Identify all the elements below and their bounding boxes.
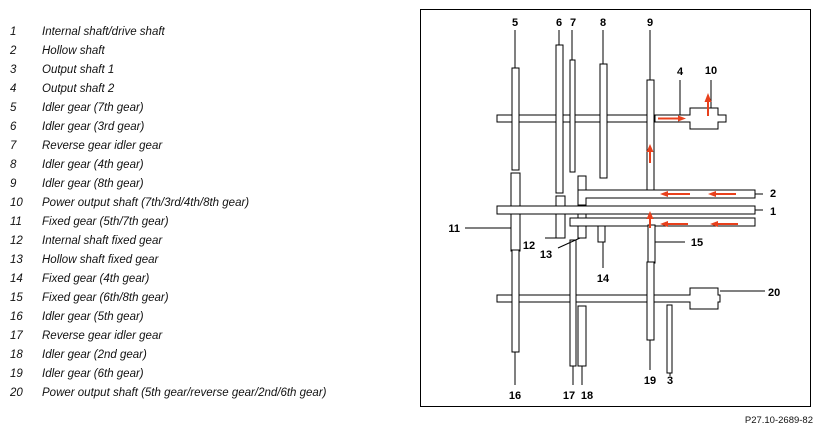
arrow-left-internal-b bbox=[710, 221, 738, 227]
legend-number: 7 bbox=[10, 140, 17, 152]
legend-text: Internal shaft/drive shaft bbox=[42, 26, 165, 38]
arrow-up-output-10 bbox=[704, 93, 712, 116]
legend-number: 18 bbox=[10, 349, 23, 361]
gear-16 bbox=[511, 249, 520, 353]
legend-number: 20 bbox=[10, 387, 23, 399]
leader-lines bbox=[465, 30, 765, 385]
legend-text: Hollow shaft bbox=[42, 45, 105, 57]
arrow-left-hollow-a bbox=[660, 191, 690, 197]
shaft-1-internal bbox=[496, 205, 756, 215]
legend-text: Fixed gear (4th gear) bbox=[42, 273, 150, 285]
legend-text: Idler gear (7th gear) bbox=[42, 102, 144, 114]
gear-19 bbox=[646, 261, 655, 341]
legend-number: 9 bbox=[10, 178, 17, 190]
legend-text: Internal shaft fixed gear bbox=[42, 235, 163, 247]
gear-12 bbox=[555, 195, 566, 239]
shaft-output-2-upper bbox=[496, 114, 656, 123]
callout-2: 2 bbox=[770, 188, 776, 200]
legend-number: 2 bbox=[10, 45, 17, 57]
gear-6 bbox=[555, 44, 564, 194]
legend-text: Reverse gear idler gear bbox=[42, 330, 163, 342]
legend-text: Reverse gear idler gear bbox=[42, 140, 163, 152]
callout-10: 10 bbox=[705, 65, 717, 77]
arrow-right-output-upper bbox=[658, 115, 686, 122]
legend-number: 13 bbox=[10, 254, 23, 266]
arrow-left-internal-a bbox=[660, 221, 688, 227]
callout-9: 9 bbox=[647, 17, 653, 29]
callout-12: 12 bbox=[523, 240, 535, 252]
legend-number: 11 bbox=[10, 216, 22, 228]
arrow-up-gear-15 bbox=[646, 211, 654, 228]
legend-number: 4 bbox=[10, 83, 17, 95]
legend-text: Power output shaft (7th/3rd/4th/8th gear… bbox=[42, 197, 250, 209]
callout-6: 6 bbox=[556, 17, 562, 29]
shaft-output-1-lower bbox=[496, 287, 721, 310]
arrow-up-gear-9 bbox=[646, 144, 654, 163]
gear-8 bbox=[599, 63, 608, 179]
upper-shaft-assembly bbox=[496, 44, 727, 196]
callout-3: 3 bbox=[667, 375, 673, 387]
legend-text: Idler gear (6th gear) bbox=[42, 368, 144, 380]
legend-number: 1 bbox=[10, 26, 17, 38]
callout-4: 4 bbox=[677, 66, 684, 78]
callout-17: 17 bbox=[563, 390, 575, 402]
legend-number: 15 bbox=[10, 292, 23, 304]
legend-number: 16 bbox=[10, 311, 23, 323]
legend-number: 8 bbox=[10, 159, 17, 171]
callout-15: 15 bbox=[691, 237, 703, 249]
callout-7: 7 bbox=[570, 17, 576, 29]
legend-text: Power output shaft (5th gear/reverse gea… bbox=[42, 387, 327, 399]
callout-16: 16 bbox=[509, 390, 521, 402]
hollow-shaft-lower bbox=[569, 217, 756, 227]
legend-text: Output shaft 2 bbox=[42, 83, 115, 95]
legend-number: 10 bbox=[10, 197, 23, 209]
callout-20: 20 bbox=[768, 287, 780, 299]
torque-flow-arrows bbox=[646, 93, 738, 228]
gearbox-diagram: 5 6 7 8 9 4 10 2 1 11 12 13 15 14 20 16 … bbox=[420, 9, 811, 407]
lower-shaft-assembly bbox=[496, 239, 721, 374]
callout-8: 8 bbox=[600, 17, 606, 29]
legend-text: Fixed gear (6th/8th gear) bbox=[42, 292, 169, 304]
gear-17 bbox=[569, 239, 577, 367]
legend-number: 5 bbox=[10, 102, 17, 114]
legend-text: Idler gear (8th gear) bbox=[42, 178, 144, 190]
gear-14 bbox=[597, 225, 606, 243]
legend-text: Hollow shaft fixed gear bbox=[42, 254, 159, 266]
legend-number: 12 bbox=[10, 235, 23, 247]
callout-18: 18 bbox=[581, 390, 593, 402]
legend-number: 3 bbox=[10, 64, 17, 76]
gear-18 bbox=[577, 305, 587, 367]
gear-3-output bbox=[666, 304, 673, 374]
arrow-left-hollow-b bbox=[708, 191, 736, 197]
figure-reference: P27.10-2689-82 bbox=[744, 415, 813, 426]
legend-text: Idler gear (4th gear) bbox=[42, 159, 144, 171]
legend-number: 14 bbox=[10, 273, 23, 285]
callout-1: 1 bbox=[770, 206, 776, 218]
legend-text: Fixed gear (5th/7th gear) bbox=[42, 216, 169, 228]
diagram-frame bbox=[420, 9, 811, 407]
callout-14: 14 bbox=[597, 273, 610, 285]
legend-text: Idler gear (5th gear) bbox=[42, 311, 144, 323]
gear-7 bbox=[569, 59, 576, 173]
legend-number: 6 bbox=[10, 121, 17, 133]
legend-text: Idler gear (3rd gear) bbox=[42, 121, 145, 133]
legend-number: 19 bbox=[10, 368, 23, 380]
callout-13: 13 bbox=[540, 249, 552, 261]
legend-text: Output shaft 1 bbox=[42, 64, 115, 76]
gear-9 bbox=[646, 79, 655, 196]
legend-text: Idler gear (2nd gear) bbox=[42, 349, 147, 361]
callout-19: 19 bbox=[644, 375, 656, 387]
gear-5 bbox=[511, 67, 520, 171]
central-shaft-assembly bbox=[496, 172, 756, 264]
gear-15 bbox=[647, 224, 656, 264]
callout-5: 5 bbox=[512, 17, 518, 29]
callout-11: 11 bbox=[448, 223, 460, 235]
legend-number: 17 bbox=[10, 330, 23, 342]
